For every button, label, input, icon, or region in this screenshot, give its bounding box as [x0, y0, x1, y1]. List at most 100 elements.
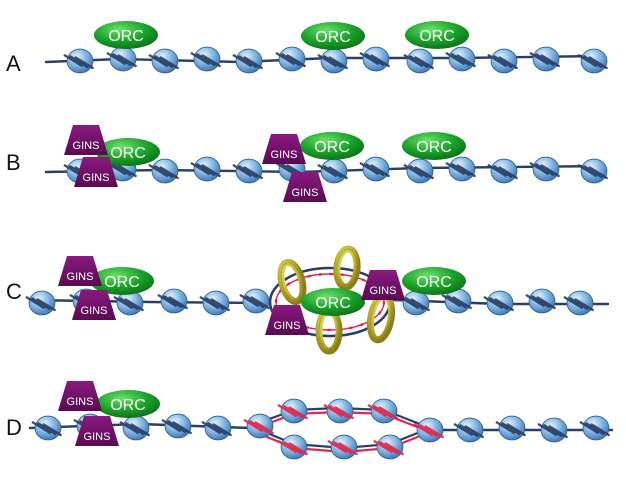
nucleosome [201, 415, 232, 441]
nucleosome [323, 398, 354, 424]
nucleosome [487, 158, 518, 184]
nucleosome [579, 415, 610, 441]
orc-label: ORC [108, 28, 144, 45]
orc-label: ORC [104, 274, 140, 291]
nucleosome [445, 46, 476, 72]
nucleosome [577, 158, 608, 184]
orc-complex: ORC [301, 288, 365, 316]
gins-label: GINS [274, 320, 301, 332]
nucleosome [317, 158, 348, 184]
nucleosome [577, 48, 608, 74]
nucleosome [359, 156, 390, 182]
orc-label: ORC [416, 274, 452, 291]
nucleosome [317, 48, 348, 74]
gins-complex: GINS [58, 381, 102, 411]
nucleosome [413, 417, 444, 443]
panel-d: ORC GINS GINS [28, 381, 614, 460]
gins-label: GINS [271, 149, 298, 161]
nucleosome [563, 290, 594, 316]
orc-label: ORC [314, 139, 350, 156]
nucleosome [373, 434, 404, 460]
gins-complex: GINS [64, 125, 108, 155]
nucleosome [277, 434, 308, 460]
orc-complex: ORC [300, 132, 364, 160]
nucleosome [243, 413, 274, 439]
nucleosome [277, 398, 308, 424]
nucleosome [199, 290, 230, 316]
nucleosome [239, 288, 270, 314]
panel-label-c: C [6, 279, 22, 304]
gins-label: GINS [81, 305, 108, 317]
orc-complex: ORC [90, 267, 154, 295]
gins-label: GINS [83, 172, 110, 184]
nucleosome [403, 48, 434, 74]
nucleosome [327, 434, 358, 460]
nucleosome [161, 413, 192, 439]
gins-label: GINS [370, 285, 397, 297]
nucleosome [453, 417, 484, 443]
orc-complex: ORC [94, 21, 158, 49]
nascent-strand [275, 273, 385, 331]
gins-complex: GINS [74, 157, 118, 187]
nucleosome [31, 415, 62, 441]
nucleosome [157, 288, 188, 314]
panel-label-b: B [6, 150, 21, 175]
nucleosome [275, 46, 306, 72]
mcm-ring [366, 292, 396, 344]
nucleosome [190, 156, 221, 182]
nucleosome [190, 46, 221, 72]
nucleosome [367, 398, 398, 424]
gins-label: GINS [73, 140, 100, 152]
nucleosome [232, 48, 263, 74]
mcm-ring [333, 245, 361, 291]
gins-complex: GINS [58, 256, 102, 286]
gins-complex: GINS [72, 290, 116, 320]
nucleosome [487, 48, 518, 74]
nucleosome [63, 48, 94, 74]
nucleosome [403, 158, 434, 184]
gins-complex: GINS [75, 416, 119, 446]
nucleosome [529, 156, 560, 182]
nucleosome [148, 48, 179, 74]
gins-label: GINS [84, 431, 111, 443]
nucleosome [359, 46, 390, 72]
nucleosome [529, 46, 560, 72]
orc-label: ORC [110, 397, 146, 414]
nucleosome [537, 417, 568, 443]
orc-complex: ORC [402, 132, 466, 160]
nucleosome [525, 288, 556, 314]
gins-complex: GINS [361, 270, 405, 300]
orc-complex: ORC [301, 22, 365, 50]
orc-complex: ORC [405, 21, 469, 49]
panel-label-d: D [6, 415, 22, 440]
gins-complex: GINS [262, 134, 306, 164]
orc-complex: ORC [96, 138, 160, 166]
panel-label-a: A [6, 51, 21, 76]
nucleosome [25, 290, 56, 316]
nucleosome [106, 46, 137, 72]
nucleosome [483, 290, 514, 316]
nucleosome [495, 415, 526, 441]
orc-label: ORC [110, 145, 146, 162]
panel-a: ORC ORC ORC [44, 21, 608, 74]
gins-complex: GINS [265, 305, 309, 335]
gins-complex: GINS [283, 172, 327, 202]
orc-label: ORC [315, 295, 351, 312]
nucleosome [445, 156, 476, 182]
nucleosome [399, 290, 430, 316]
orc-complex: ORC [96, 390, 160, 418]
orc-label: ORC [416, 139, 452, 156]
gins-label: GINS [67, 396, 94, 408]
gins-label: GINS [67, 271, 94, 283]
orc-complex: ORC [402, 267, 466, 295]
gins-label: GINS [292, 187, 319, 199]
orc-label: ORC [315, 29, 351, 46]
dna-strand [28, 298, 270, 305]
nucleosome [119, 415, 150, 441]
mcm-ring [277, 259, 307, 305]
nucleosome [148, 158, 179, 184]
orc-label: ORC [419, 28, 455, 45]
panel-c: ORC ORC ORC GINS GINS GINS GINS [25, 245, 610, 355]
